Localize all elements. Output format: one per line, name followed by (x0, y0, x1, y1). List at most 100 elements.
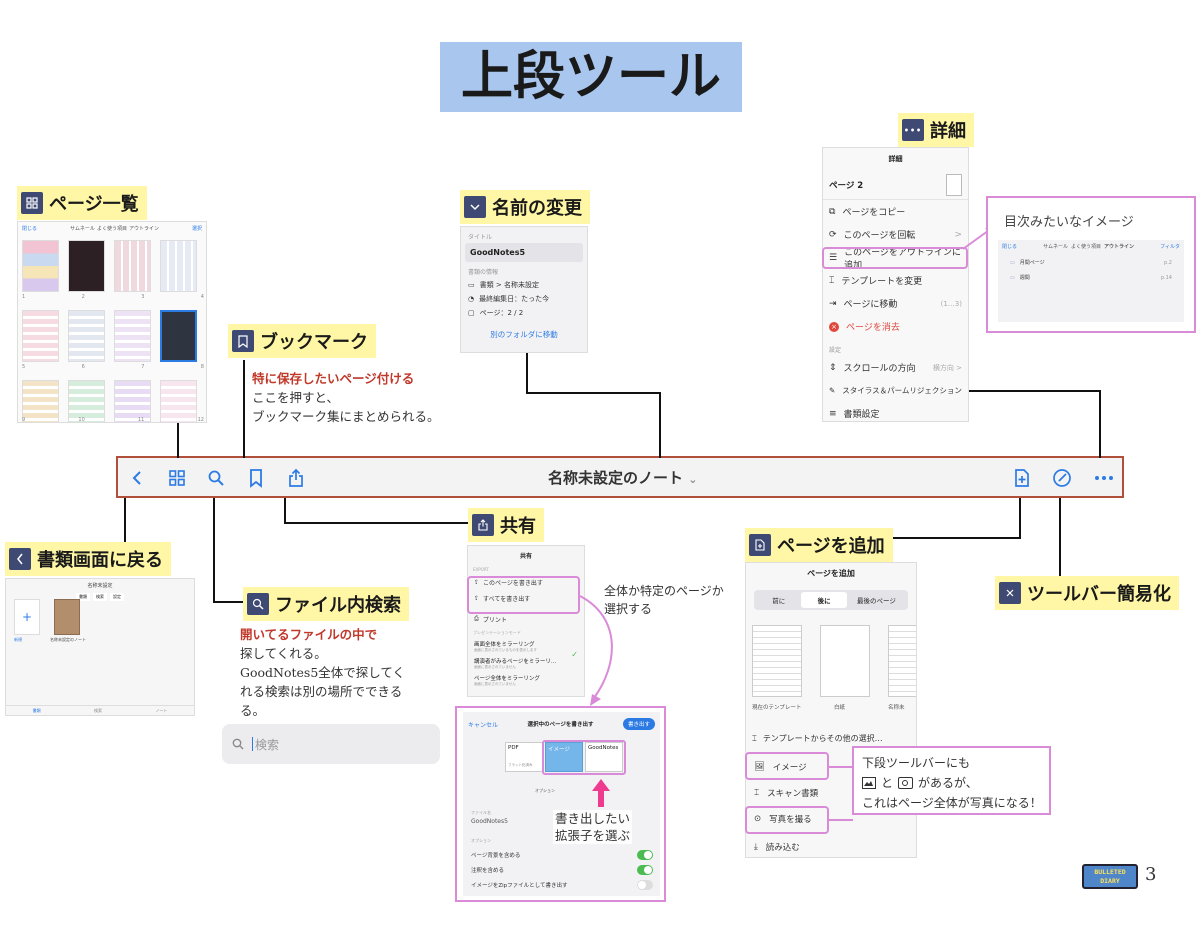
format-goodnotes[interactable]: GoodNotes (585, 742, 623, 772)
tab-documents[interactable]: 書類 (76, 593, 90, 601)
page-thumbnail[interactable] (22, 380, 59, 422)
option-zip[interactable]: イメージをZipファイルとして書き出す (471, 880, 653, 890)
segment-after[interactable]: 後に (801, 592, 847, 608)
more-templates-item[interactable]: ⌶テンプレートからその他の選択… (752, 733, 883, 744)
filter-button[interactable]: フィルタ (1160, 244, 1180, 250)
delete-page-item[interactable]: ×ページを消去 (823, 315, 968, 338)
option-background[interactable]: ページ背景を含める (471, 850, 653, 860)
page-thumbnail[interactable] (114, 310, 151, 362)
grid-icon[interactable] (163, 464, 191, 492)
search-note: 開いてるファイルの中で 探してくれる。 GoodNotes5全体で探してく れる… (240, 627, 406, 718)
option-annotations[interactable]: 注釈を含める (471, 865, 653, 875)
move-folder-button[interactable]: 別のフォルダに移動 (490, 330, 558, 339)
options-label: オプション (471, 838, 491, 843)
outline-highlight (822, 247, 968, 269)
page-thumbnail[interactable] (22, 310, 59, 362)
template-current[interactable] (752, 625, 802, 697)
goto-page-item[interactable]: ⇥ページに移動(1…3) (829, 298, 962, 311)
tab-outline[interactable]: アウトライン (128, 226, 159, 232)
search-icon[interactable] (202, 464, 230, 492)
toggle-switch[interactable] (637, 865, 653, 875)
mirror-item[interactable]: 画面全体をミラーリング 画面に表示されているものを表示します (474, 642, 537, 652)
connector-line (213, 498, 215, 602)
close-button[interactable]: 閉じる (22, 226, 38, 232)
tab-thumbnail[interactable]: サムネール (1043, 244, 1068, 250)
page-thumbnail[interactable] (68, 310, 105, 362)
filename-field[interactable]: GoodNotes5 (471, 818, 508, 825)
back-icon[interactable] (124, 464, 152, 492)
bottom-tab-documents[interactable]: 書類 (32, 707, 41, 713)
mirror-item[interactable]: ページ全体をミラーリング 画面に表示されていません (474, 676, 540, 686)
add-page-icon[interactable] (1008, 464, 1036, 492)
template-blank[interactable] (820, 625, 870, 697)
simplify-icon[interactable] (1048, 464, 1076, 492)
tab-favorites[interactable]: よく使う項目 (96, 226, 127, 232)
bottom-tab-notes[interactable]: ノート (155, 707, 168, 713)
page-thumbnail[interactable] (160, 310, 197, 362)
document-cover[interactable] (54, 599, 80, 635)
tab-favorites[interactable]: よく使う項目 (1070, 244, 1101, 250)
format-image[interactable]: イメージ (545, 742, 583, 772)
document-title[interactable]: 名称未設定のノート ⌄ (548, 469, 698, 487)
select-button[interactable]: 選択 (191, 226, 202, 232)
share-icon[interactable] (282, 464, 310, 492)
settings-label: 設定 (829, 347, 842, 354)
segment-last[interactable]: 最後のページ (857, 597, 896, 605)
more-icon[interactable] (1090, 464, 1118, 492)
new-document-button[interactable]: + (14, 599, 40, 635)
cancel-button[interactable]: キャンセル (468, 721, 499, 729)
tab-search[interactable]: 検索 (93, 593, 107, 601)
connector-line (526, 353, 528, 393)
bottom-tab-search[interactable]: 検索 (93, 707, 102, 713)
toggle-switch[interactable] (637, 880, 653, 890)
search-input[interactable]: 検索 (255, 737, 280, 752)
format-pdf[interactable]: PDF フラット化済み (505, 742, 543, 772)
label-share: 共有 (468, 508, 544, 542)
close-button[interactable]: 閉じる (1002, 244, 1018, 250)
doc-settings-item[interactable]: ≡書類設定 (829, 408, 880, 421)
add-page-icon (749, 534, 771, 556)
add-outline-item[interactable]: ☰このページをアウトラインに追加 (829, 247, 961, 271)
page-thumbnail[interactable] (114, 380, 151, 422)
title-field[interactable]: GoodNotes5 (465, 243, 583, 262)
connector-line (893, 537, 1021, 539)
export-button[interactable]: 書き出す (622, 718, 655, 730)
export-page-item[interactable]: ⇪このページを書き出す (474, 578, 543, 587)
page-thumbnail[interactable] (160, 380, 197, 422)
copy-page-item[interactable]: ⧉ページをコピー (829, 206, 906, 219)
label-simplify: ツールバー簡易化 (995, 576, 1179, 610)
page-thumbnail[interactable] (22, 240, 59, 292)
page-thumbnail[interactable] (160, 240, 197, 292)
page-thumbnail[interactable] (114, 240, 151, 292)
print-item[interactable]: ⎙プリント (474, 615, 507, 624)
page-thumbnail[interactable] (68, 380, 105, 422)
bookmark-icon[interactable] (242, 464, 270, 492)
template-named[interactable] (888, 625, 916, 697)
toggle-switch[interactable] (637, 850, 653, 860)
change-template-item[interactable]: ⌶テンプレートを変更 (829, 275, 923, 288)
stylus-item[interactable]: ✎スタイラス＆パームリジェクション (829, 386, 962, 395)
export-title: 選択中のページを書き出す (527, 722, 594, 728)
page-thumbnail[interactable] (68, 240, 105, 292)
scan-item[interactable]: ⌶スキャン書類 (754, 788, 819, 799)
export-all-item[interactable]: ⇪すべてを書き出す (474, 594, 531, 603)
connector-line (124, 498, 126, 543)
search-icon (232, 738, 244, 750)
rotate-page-item[interactable]: ⟳このページを回転> (829, 229, 962, 242)
tab-settings[interactable]: 設定 (110, 593, 124, 601)
image-item[interactable]: 🖼イメージ (754, 762, 807, 773)
mirror-item[interactable]: 講演者がみるページをミラーリ… 画面に表示されていません (474, 659, 557, 669)
import-item[interactable]: ⤓読み込む (754, 842, 800, 853)
tab-outline[interactable]: アウトライン (1104, 244, 1135, 250)
search-bar[interactable]: 検索 (222, 724, 440, 764)
tab-thumbnail[interactable]: サムネール (70, 226, 95, 232)
segment-before[interactable]: 前に (772, 597, 786, 605)
page-icon: ▭ (1010, 259, 1015, 266)
scroll-direction-item[interactable]: ⇕スクロールの方向横方向 > (829, 362, 962, 375)
detail-page: ページ 2 (829, 180, 864, 191)
photo-item[interactable]: ⊙写真を撮る (754, 814, 812, 825)
